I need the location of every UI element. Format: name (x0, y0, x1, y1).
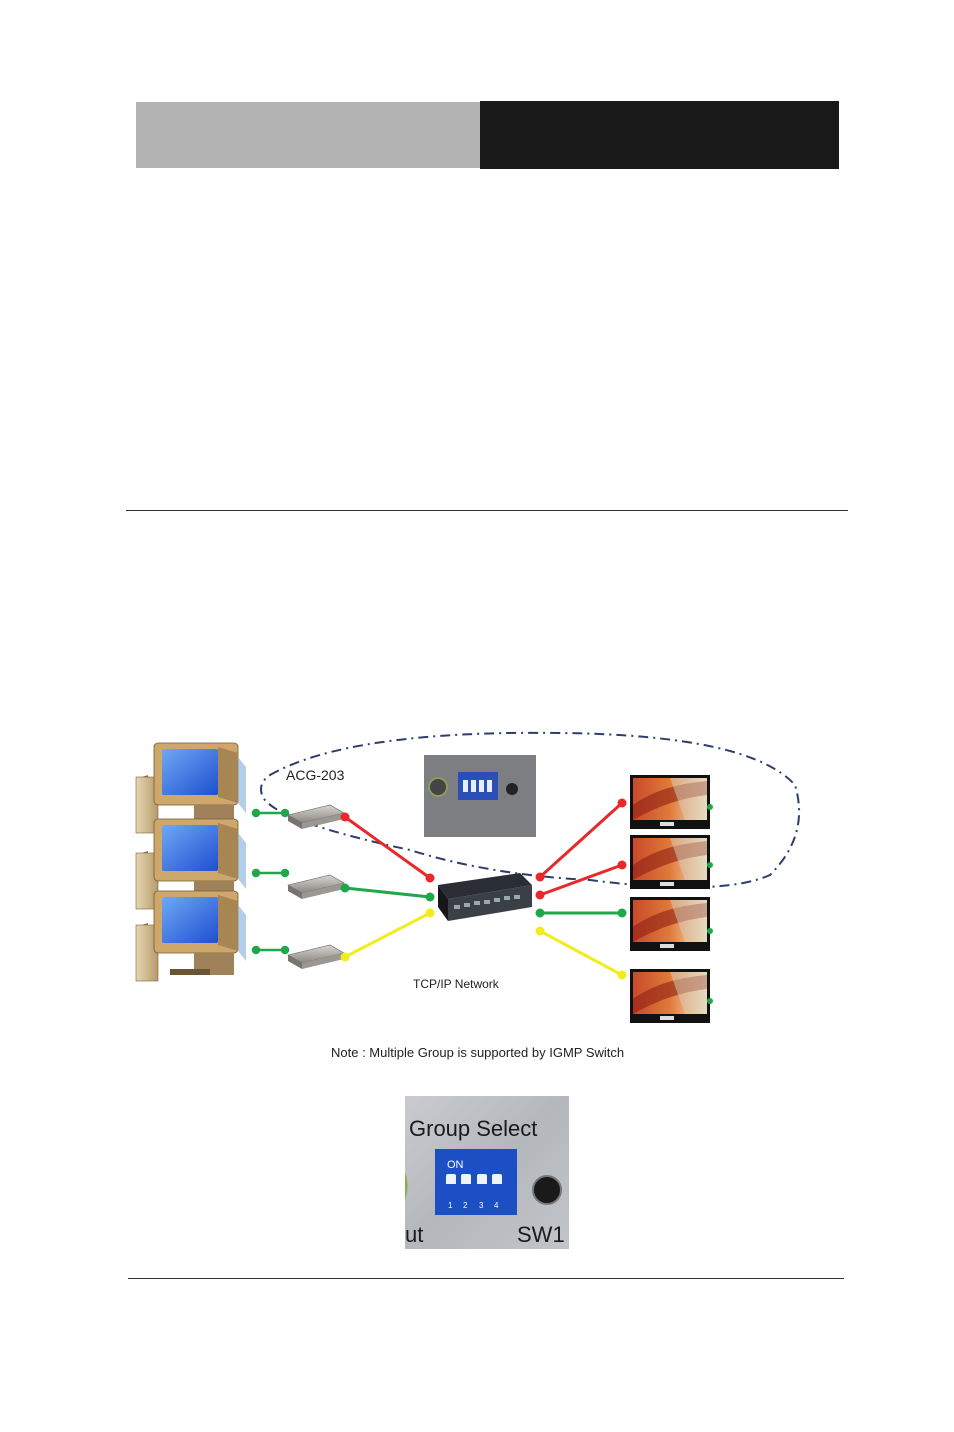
network-label: TCP/IP Network (413, 977, 500, 991)
diagram-note: Note : Multiple Group is supported by IG… (331, 1045, 624, 1060)
monitor-link-dots (707, 804, 713, 1004)
network-diagram: ACG-203 TCP/IP Network Note : Multiple G… (130, 725, 810, 1070)
section-divider-bottom (128, 1278, 844, 1279)
photo-right-label: SW1 (517, 1222, 565, 1247)
receiver-link-dots (535, 798, 627, 980)
receiver-links (538, 801, 624, 977)
sender-links (344, 815, 431, 959)
photo-left-label: ut (405, 1222, 423, 1247)
acg-203-device (287, 804, 345, 830)
section-divider-top (126, 510, 848, 511)
pc-link-arrows (251, 808, 290, 955)
photo-title: Group Select (409, 1116, 537, 1141)
header-bar-left (136, 102, 480, 168)
display-monitor (630, 835, 710, 889)
device-label: ACG-203 (286, 767, 345, 783)
header-bar-right (480, 101, 839, 169)
dip-number-1: 1 (448, 1201, 453, 1210)
group-select-photo: Group Select ON 1 2 3 4 ut SW1 (405, 1096, 569, 1249)
display-monitor (630, 897, 710, 951)
sender-link-dots (340, 812, 435, 962)
dip-on-label: ON (447, 1159, 464, 1171)
sw1-button (532, 1175, 562, 1205)
dip-number-4: 4 (494, 1201, 499, 1210)
display-monitor (630, 969, 710, 1023)
device-photo-inset (424, 755, 536, 837)
dip-number-3: 3 (479, 1201, 484, 1210)
display-monitor (630, 775, 710, 829)
dip-number-2: 2 (463, 1201, 468, 1210)
igmp-switch (438, 873, 532, 921)
acg-203-device (287, 944, 345, 970)
acg-203-device (287, 874, 345, 900)
